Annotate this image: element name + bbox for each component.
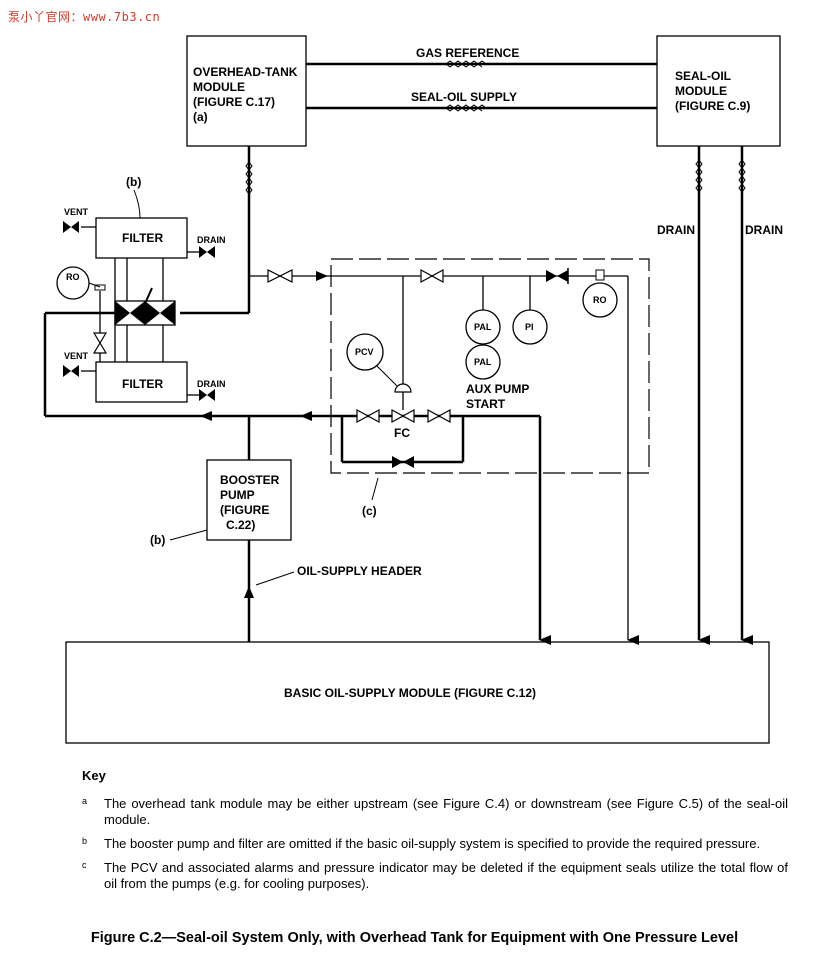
upper-branch-line — [249, 268, 639, 645]
svg-text:VENT: VENT — [64, 351, 89, 361]
svg-text:RO: RO — [593, 295, 607, 305]
bypass-valve-icon — [392, 456, 414, 468]
svg-text:MODULE: MODULE — [193, 80, 245, 94]
main-oil-loop — [43, 311, 551, 645]
key-mark: b — [82, 836, 88, 846]
filter-top: FILTER VENT DRAIN (b) — [63, 175, 226, 259]
svg-text:(c): (c) — [362, 504, 377, 518]
key-section: Key a The overhead tank module may be ei… — [82, 768, 788, 900]
svg-text:RO: RO — [66, 272, 80, 282]
svg-text:START: START — [466, 397, 506, 411]
gas-reference-line: GAS REFERENCE — [306, 46, 657, 68]
isolation-valve-icon — [420, 268, 444, 284]
svg-text:OVERHEAD-TANK: OVERHEAD-TANK — [193, 65, 298, 79]
svg-text:SEAL-OIL: SEAL-OIL — [675, 69, 731, 83]
seal-oil-module: SEAL-OIL MODULE (FIGURE C.9) — [656, 35, 781, 147]
key-text: The overhead tank module may be either u… — [104, 796, 788, 827]
key-title: Key — [82, 768, 106, 783]
figure-caption: Figure C.2—Seal-oil System Only, with Ov… — [90, 930, 739, 946]
seal-oil-drains: DRAIN DRAIN — [657, 146, 783, 645]
svg-text:C.22): C.22) — [226, 518, 255, 532]
check-valve-icon — [546, 270, 568, 282]
watermark: 泵小丫官网：www.7b3.cn — [8, 10, 161, 24]
bypass-valve-icon — [92, 332, 108, 354]
overhead-tank-line — [180, 146, 253, 315]
svg-text:(FIGURE C.17): (FIGURE C.17) — [193, 95, 275, 109]
svg-text:AUX PUMP: AUX PUMP — [466, 382, 529, 396]
ro-left: RO — [56, 266, 101, 300]
pressure-instruments: PAL PAL PI AUX PUMP START — [465, 309, 548, 411]
control-valve-icon — [391, 408, 415, 424]
svg-text:DRAIN: DRAIN — [657, 223, 695, 237]
flex-hose-icon — [445, 60, 487, 68]
flex-hose-icon — [738, 159, 746, 193]
key-text: The booster pump and filter are omitted … — [104, 836, 761, 851]
svg-text:BASIC OIL-SUPPLY MODULE (FIGUR: BASIC OIL-SUPPLY MODULE (FIGURE C.12) — [284, 686, 536, 700]
svg-text:OIL-SUPPLY HEADER: OIL-SUPPLY HEADER — [297, 564, 422, 578]
main-line-valves: FC (c) — [340, 408, 465, 518]
drain-valve-icon — [199, 389, 215, 401]
svg-text:PAL: PAL — [474, 357, 492, 367]
svg-text:PCV: PCV — [355, 347, 374, 357]
ro-right: RO — [582, 282, 618, 318]
key-mark: a — [82, 796, 88, 806]
key-item-c: c The PCV and associated alarms and pres… — [82, 860, 788, 892]
svg-text:FILTER: FILTER — [122, 377, 163, 391]
drain-valve-icon — [199, 246, 215, 258]
svg-text:DRAIN: DRAIN — [745, 223, 783, 237]
basic-oil-supply-module: BASIC OIL-SUPPLY MODULE (FIGURE C.12) — [65, 641, 770, 744]
svg-text:DRAIN: DRAIN — [197, 235, 226, 245]
svg-text:(FIGURE: (FIGURE — [220, 503, 269, 517]
transfer-valve — [92, 258, 176, 362]
svg-text:FC: FC — [394, 426, 410, 440]
vent-valve-icon — [63, 365, 79, 377]
svg-text:BOOSTER: BOOSTER — [220, 473, 280, 487]
svg-text:FILTER: FILTER — [122, 231, 163, 245]
svg-text:VENT: VENT — [64, 207, 89, 217]
key-text: The PCV and associated alarms and pressu… — [104, 860, 788, 891]
svg-text:(FIGURE C.9): (FIGURE C.9) — [675, 99, 750, 113]
svg-text:SEAL-OIL SUPPLY: SEAL-OIL SUPPLY — [411, 90, 517, 104]
filter-bottom: FILTER VENT DRAIN — [63, 351, 226, 403]
key-item-a: a The overhead tank module may be either… — [82, 796, 788, 828]
svg-text:MODULE: MODULE — [675, 84, 727, 98]
seal-oil-system-diagram: OVERHEAD-TANK MODULE (FIGURE C.17) (a) S… — [43, 35, 783, 744]
pcv-dashed-boundary — [330, 258, 650, 474]
key-item-b: b The booster pump and filter are omitte… — [82, 836, 788, 852]
svg-text:PUMP: PUMP — [220, 488, 255, 502]
svg-text:PI: PI — [525, 322, 534, 332]
flex-hose-icon — [245, 161, 253, 195]
flex-hose-icon — [445, 104, 487, 112]
isolation-valve-icon — [356, 408, 380, 424]
isolation-valve-icon — [427, 408, 451, 424]
svg-text:GAS REFERENCE: GAS REFERENCE — [416, 46, 519, 60]
seal-oil-supply-line: SEAL-OIL SUPPLY — [306, 90, 657, 112]
svg-text:(a): (a) — [193, 110, 208, 124]
pcv: PCV — [346, 333, 412, 410]
isolation-valve-icon — [267, 269, 293, 283]
vent-valve-icon — [63, 221, 79, 233]
svg-text:(b): (b) — [150, 533, 165, 547]
key-mark: c — [82, 860, 87, 870]
svg-text:DRAIN: DRAIN — [197, 379, 226, 389]
overhead-tank-module: OVERHEAD-TANK MODULE (FIGURE C.17) (a) — [186, 35, 307, 147]
flex-hose-icon — [695, 159, 703, 193]
svg-text:(b): (b) — [126, 175, 141, 189]
booster-pump: BOOSTER PUMP (FIGURE C.22) (b) OIL-SUPPL… — [150, 416, 422, 642]
svg-text:PAL: PAL — [474, 322, 492, 332]
